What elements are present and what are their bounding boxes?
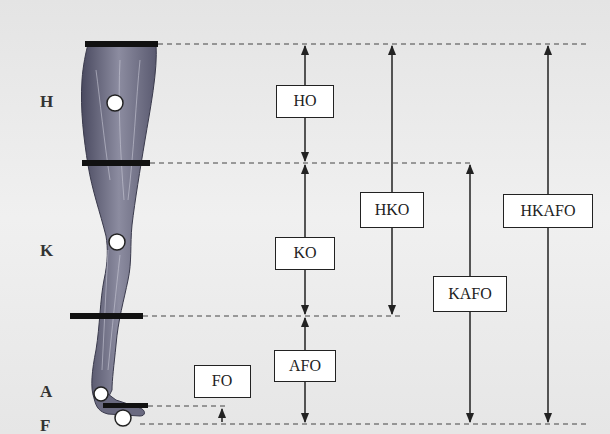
joint-markers (94, 95, 131, 426)
joint-letter: A (40, 383, 52, 400)
level-lines (140, 44, 590, 424)
box-label: HKO (375, 202, 410, 218)
orthosis-box: KAFO (433, 276, 507, 312)
joint-letter: K (40, 242, 53, 259)
orthosis-box: HKO (360, 192, 424, 228)
orthosis-box: KO (275, 237, 335, 270)
box-label: HKAFO (520, 203, 575, 219)
orthosis-box: HO (276, 85, 334, 118)
box-label: KO (293, 245, 316, 261)
box-label: AFO (289, 358, 321, 374)
orthosis-box: AFO (274, 350, 336, 382)
orthosis-box: HKAFO (503, 194, 593, 228)
box-label: HO (293, 93, 316, 109)
joint-letter: F (40, 417, 50, 434)
box-label: KAFO (448, 286, 492, 302)
orthosis-box: FO (194, 365, 251, 398)
joint-letter: H (40, 93, 53, 110)
level-bars (70, 41, 158, 408)
range-arrows (222, 46, 548, 422)
box-label: FO (212, 373, 232, 389)
leg (81, 44, 156, 416)
